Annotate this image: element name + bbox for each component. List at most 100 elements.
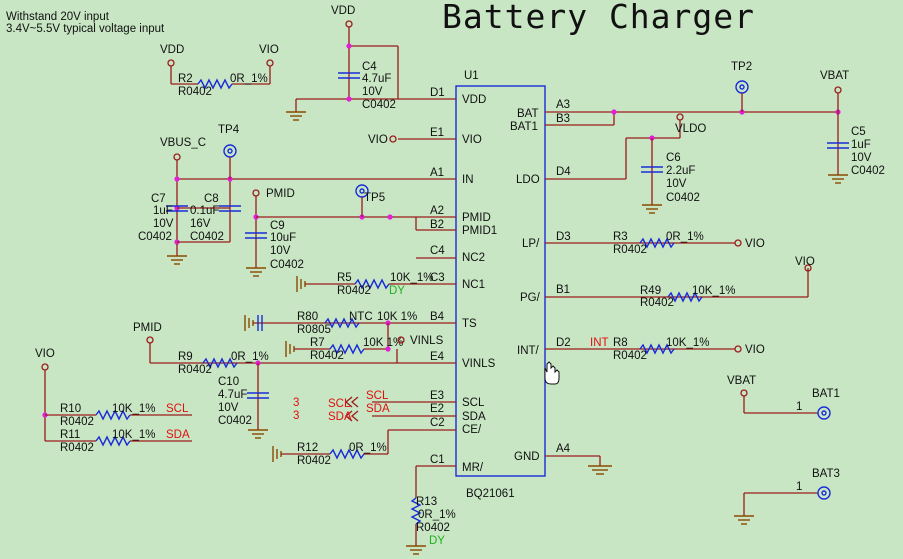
net-int: INT bbox=[590, 337, 609, 349]
pin-name-TS: TS bbox=[462, 318, 477, 330]
c8-value: 0.1uF bbox=[190, 205, 219, 217]
ldo-section: VLDO C6 2.2uF 10V C0402 bbox=[641, 113, 706, 214]
tp2-testpoint[interactable]: TP2 bbox=[731, 61, 752, 112]
r49-ref: R49 bbox=[640, 285, 661, 297]
r10-ref: R10 bbox=[60, 403, 81, 415]
r12-section: R12 0R_1% R0402 bbox=[272, 430, 389, 467]
gnd-c5-icon bbox=[828, 174, 848, 184]
net-scl-pullup: SCL bbox=[166, 403, 189, 415]
c8-volt: 16V bbox=[190, 218, 211, 230]
bat3-connector[interactable]: 1 BAT3 bbox=[734, 468, 840, 525]
r8-resistor-icon bbox=[639, 343, 675, 355]
c7-volt: 10V bbox=[153, 218, 174, 230]
r9-resistor-icon bbox=[202, 357, 238, 369]
c7-pkg: C0402 bbox=[138, 231, 172, 243]
r9-section: PMID R9 0R_1% R0402 C10 4.7uF 10V C0402 bbox=[133, 322, 269, 439]
tp5-testpoint[interactable]: TP5 bbox=[355, 184, 385, 217]
c4-ref: C4 bbox=[362, 61, 377, 73]
r12-value: 0R_1% bbox=[349, 442, 387, 454]
bat1-label: BAT1 bbox=[812, 388, 840, 400]
pin-num-D2: D2 bbox=[556, 337, 571, 349]
r5-value: 10K_1% bbox=[390, 272, 433, 284]
c6-volt: 10V bbox=[666, 178, 687, 190]
pin-num-E2: E2 bbox=[430, 403, 444, 415]
gnd-c4-icon bbox=[286, 111, 306, 121]
r12-pkg: R0402 bbox=[297, 455, 331, 467]
r80-ntc-icon bbox=[324, 317, 360, 329]
net-vio-int: VIO bbox=[745, 344, 765, 356]
r2-pkg: R0402 bbox=[178, 86, 212, 98]
chip-body[interactable] bbox=[455, 85, 546, 477]
r49-pkg: R0402 bbox=[640, 297, 674, 309]
c4-value: 4.7uF bbox=[362, 73, 391, 85]
gnd-r80-icon bbox=[244, 315, 254, 331]
r13-dy-label: DY bbox=[429, 535, 445, 547]
pin-name-VDD: VDD bbox=[462, 94, 486, 106]
bat3-label: BAT3 bbox=[812, 468, 840, 480]
tp5-label: TP5 bbox=[364, 192, 385, 204]
sheet-num-scl: 3 bbox=[293, 397, 299, 409]
pin-num-C3: C3 bbox=[430, 272, 445, 284]
bat1-connector[interactable]: VBAT 1 BAT1 bbox=[727, 375, 840, 420]
r13-resistor-icon bbox=[410, 497, 422, 525]
r10-value: 10K_1% bbox=[112, 403, 155, 415]
r11-resistor-icon bbox=[95, 435, 131, 447]
pin-num-E1: E1 bbox=[430, 127, 444, 139]
r13-pkg: R0402 bbox=[416, 522, 450, 534]
r8-ref: R8 bbox=[613, 337, 628, 349]
pin-num-E4: E4 bbox=[430, 351, 445, 363]
r9-pkg: R0402 bbox=[178, 364, 212, 376]
c10-value: 4.7uF bbox=[218, 389, 247, 401]
net-ntc: NTC bbox=[349, 311, 373, 323]
chip-ref: U1 bbox=[464, 70, 479, 82]
right-pin-labels: A3 BAT B3 BAT1 D4 LDO D3 LP/ B1 PG/ D2 I… bbox=[510, 99, 571, 463]
pin-num-B3: B3 bbox=[556, 113, 570, 125]
pin-name-IN: IN bbox=[462, 174, 474, 186]
note-line-1: Withstand 20V input bbox=[6, 11, 110, 23]
net-scl-offpage-b: SCL bbox=[366, 390, 389, 402]
pin-name-BAT: BAT bbox=[517, 108, 539, 120]
c5-value: 1uF bbox=[851, 139, 871, 151]
net-vdd-r2: VDD bbox=[160, 44, 184, 56]
r3-section: R3 0R_1% R0402 VIO bbox=[613, 231, 765, 256]
pin-name-SDA: SDA bbox=[462, 411, 486, 423]
gnd-r7-icon bbox=[285, 341, 295, 357]
net-pmid-r9: PMID bbox=[133, 322, 162, 334]
pin-num-D3: D3 bbox=[556, 231, 571, 243]
net-sda-offpage-a: SDA bbox=[328, 411, 352, 423]
c6-pkg: C0402 bbox=[666, 192, 700, 204]
c10-pkg: C0402 bbox=[218, 415, 252, 427]
pin-name-VIO: VIO bbox=[462, 134, 482, 146]
c9-volt: 10V bbox=[270, 245, 291, 257]
pin-name-INT: INT/ bbox=[517, 345, 540, 357]
vio-port-icon bbox=[389, 135, 397, 143]
r80-ref: R80 bbox=[297, 311, 318, 323]
r2-value: 0R_1% bbox=[230, 73, 268, 85]
pin-num-B4: B4 bbox=[430, 311, 445, 323]
pin-num-D1: D1 bbox=[430, 87, 445, 99]
net-vbat-top: VBAT bbox=[820, 70, 849, 82]
r5-ref: R5 bbox=[337, 272, 352, 284]
pin-num-E3: E3 bbox=[430, 390, 444, 402]
r2-section: VDD VIO R2 0R_1% R0402 bbox=[160, 44, 279, 98]
bat3-pin-num: 1 bbox=[796, 481, 802, 493]
gnd-c7-icon bbox=[167, 255, 187, 265]
net-vio-lp: VIO bbox=[745, 238, 765, 250]
r10-resistor-icon bbox=[95, 409, 131, 421]
i2c-pullups: VIO R10 10K_1% SCL R0402 R11 10K_1% SDA … bbox=[35, 348, 192, 454]
net-vbus: VBUS_C bbox=[160, 137, 206, 149]
r10-pkg: R0402 bbox=[60, 416, 94, 428]
r8-pkg: R0402 bbox=[613, 350, 647, 362]
r2-ref: R2 bbox=[178, 73, 193, 85]
c8-pkg: C0402 bbox=[190, 231, 224, 243]
r49-value: 10K_1% bbox=[692, 285, 735, 297]
r2-resistor-icon bbox=[197, 78, 233, 90]
tp2-label: TP2 bbox=[731, 61, 752, 73]
r9-value: 0R_1% bbox=[231, 351, 269, 363]
tp4-testpoint[interactable]: TP4 bbox=[218, 124, 240, 179]
vdd-section: VDD C4 4.7uF 10V C0402 bbox=[286, 5, 399, 121]
c9-value: 10uF bbox=[270, 232, 296, 244]
left-pin-wires bbox=[150, 98, 456, 467]
bat-section: VBAT C5 1uF 10V C0402 bbox=[611, 70, 885, 184]
